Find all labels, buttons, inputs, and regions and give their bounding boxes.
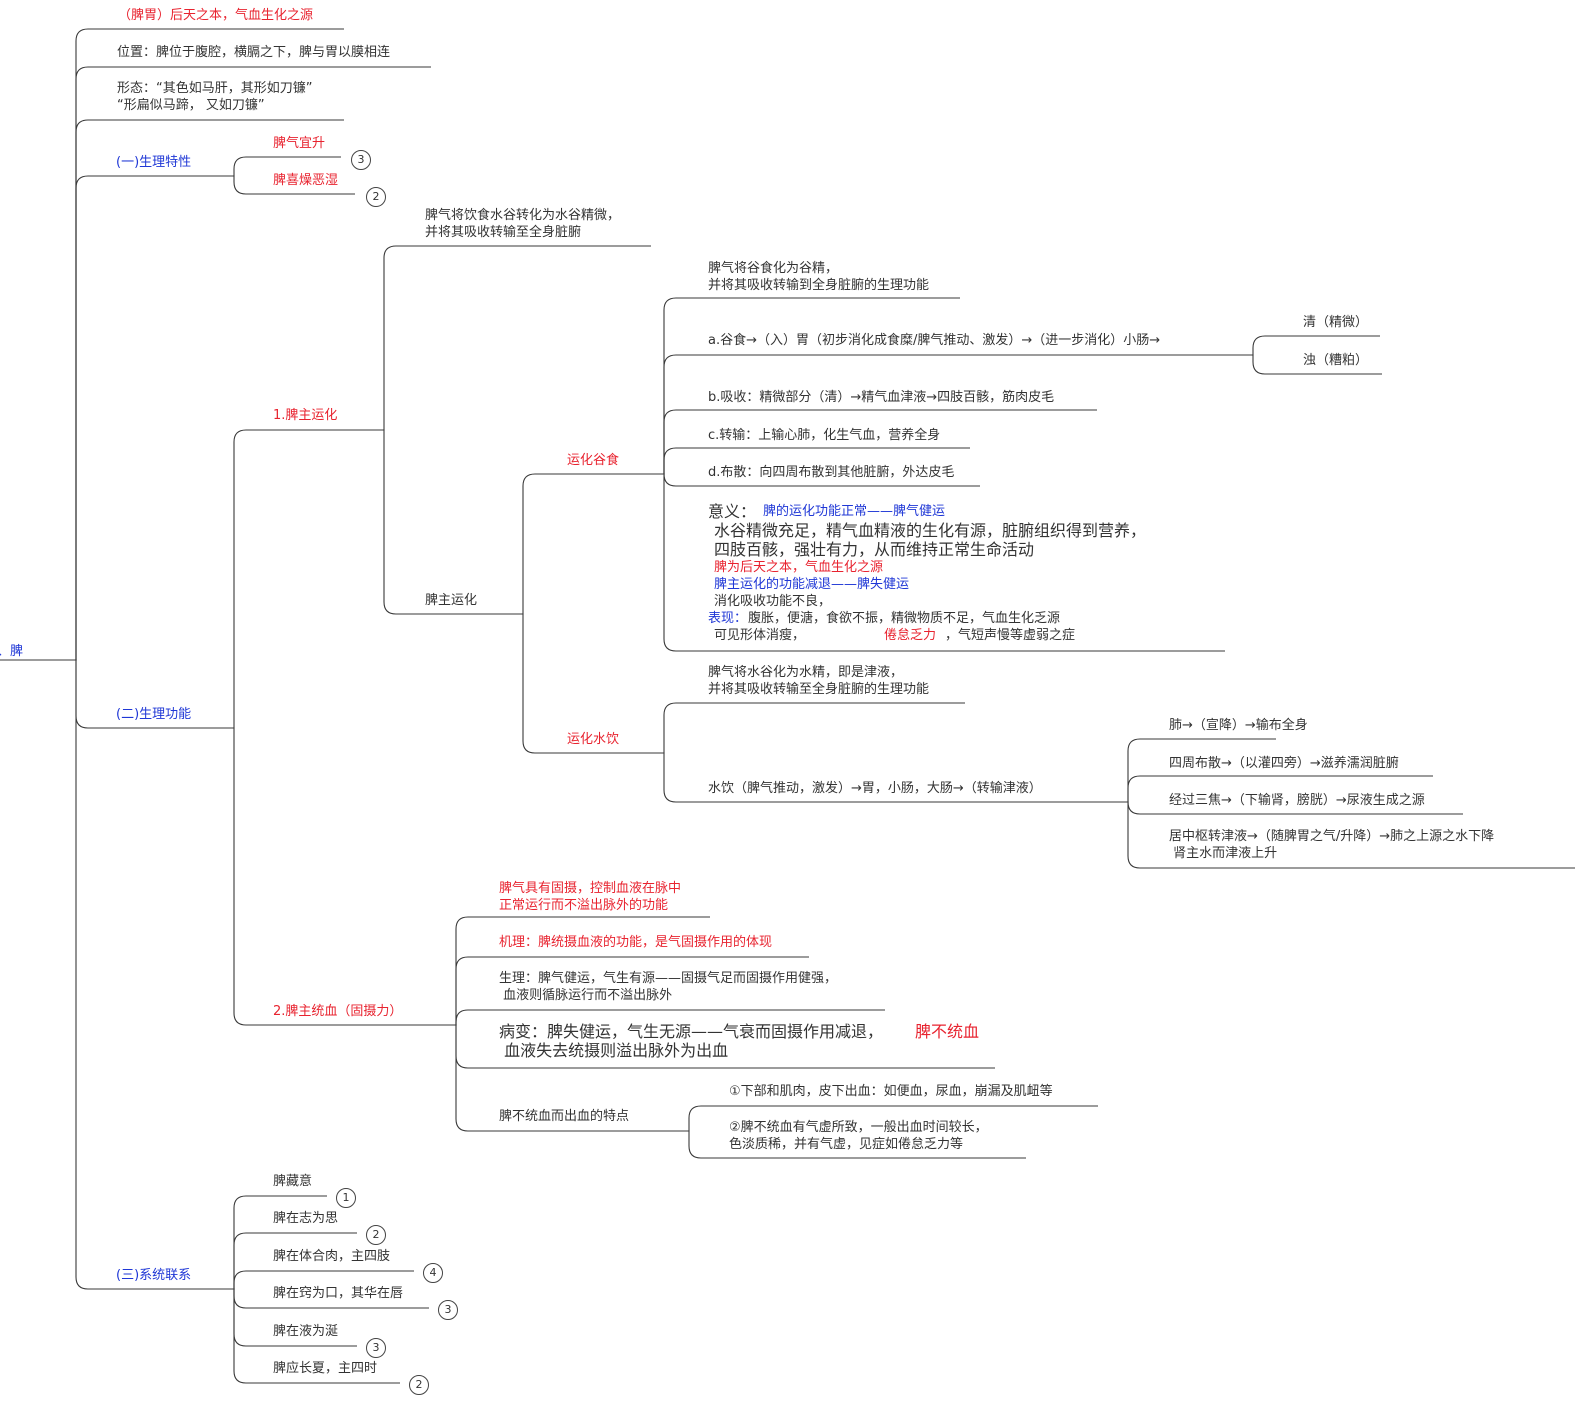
node-conn-4[interactable]: 脾在窍为口，其华在唇 xyxy=(273,1286,404,1301)
node-spleen-governs-transport[interactable]: 1.脾主运化 xyxy=(273,408,338,423)
node-food-definition[interactable]: 脾气将谷食化为谷精， 并将其吸收转输到全身脏腑的生理功能 xyxy=(708,261,930,293)
count-badge: 2 xyxy=(409,1375,429,1395)
node-water-definition[interactable]: 脾气将水谷化为水精，即是津液， 并将其吸收转输至全身脏腑的生理功能 xyxy=(708,665,930,697)
meaning-blue2: 脾主运化的功能减退——脾失健运 xyxy=(714,577,910,592)
node-conn-2[interactable]: 脾在志为思 xyxy=(273,1211,339,1226)
connector-line xyxy=(654,297,960,475)
node-conn-1[interactable]: 脾藏意 xyxy=(273,1174,313,1189)
meaning-blue: 脾的运化功能正常——脾气健运 xyxy=(763,504,946,519)
node-physiological-functions[interactable]: (二)生理功能 xyxy=(116,707,192,722)
node-system-connections[interactable]: (三)系统联系 xyxy=(116,1268,192,1283)
node-blood-mechanism[interactable]: 机理：脾统摄血液的功能，是气固摄作用的体现 xyxy=(499,935,773,950)
node-transport-sub[interactable]: 脾主运化 xyxy=(425,593,478,608)
connector-line xyxy=(66,28,344,661)
meaning-line4: ，气短声慢等虚弱之症 xyxy=(945,628,1076,643)
count-badge: 3 xyxy=(366,1338,386,1358)
node-conn-5[interactable]: 脾在液为涎 xyxy=(273,1324,339,1339)
connector-line xyxy=(374,245,651,431)
node-water-lung[interactable]: 肺→（宣降）→输布全身 xyxy=(1169,718,1308,733)
count-badge: 3 xyxy=(351,150,371,170)
count-badge: 3 xyxy=(438,1300,458,1320)
connector-line xyxy=(66,659,224,1290)
count-badge: 1 xyxy=(336,1188,356,1208)
node-physiological-traits[interactable]: (一)生理特性 xyxy=(116,155,192,170)
node-transport-water[interactable]: 运化水饮 xyxy=(567,732,620,747)
node-shape[interactable]: 形态：“其色如马肝，其形如刀镰” “形扁似马蹄， 又如刀镰” xyxy=(117,81,313,113)
node-spleen-likes-dry[interactable]: 脾喜燥恶湿 xyxy=(273,173,339,188)
root-node-spleen[interactable]: 三、脾 xyxy=(0,644,24,659)
node-water-center[interactable]: 居中枢转津液→（随脾胃之气/升降）→肺之上源之水下降 肾主水而津液上升 xyxy=(1169,829,1495,861)
meaning-line1: 消化吸收功能不良， xyxy=(714,594,832,609)
count-badge: 2 xyxy=(366,1225,386,1245)
node-position[interactable]: 位置：脾位于腹腔，横膈之下，脾与胃以膜相连 xyxy=(117,45,391,60)
node-water-disperse[interactable]: 四周布散→（以灌四旁）→滋养濡润脏腑 xyxy=(1169,756,1399,771)
node-water-flow[interactable]: 水饮（脾气推动，激发）→胃，小肠，大肠→（转输津液） xyxy=(708,781,1042,796)
node-blood-physiology[interactable]: 生理：脾气健运，气生有源——固摄气足而固摄作用健强， 血液则循脉运行而不溢出脉外 xyxy=(499,971,838,1003)
connector-line xyxy=(66,175,224,661)
connector-line xyxy=(224,727,446,1026)
meaning-red: 脾为后天之本，气血生化之源 xyxy=(714,560,884,575)
node-transport-definition[interactable]: 脾气将饮食水谷转化为水谷精微， 并将其吸收转输至全身脏腑 xyxy=(425,208,621,240)
node-food-turbid[interactable]: 浊（糟粕） xyxy=(1303,353,1369,368)
node-bleeding-feature-2[interactable]: ②脾不统血有气虚所致，一般出血时间较长， 色淡质稀，并有气虚，见症如倦怠乏力等 xyxy=(729,1120,988,1152)
connector-line xyxy=(654,354,1243,475)
connector-line xyxy=(513,473,654,615)
node-spleen-stomach[interactable]: （脾胃）后天之本，气血生化之源 xyxy=(118,8,314,23)
node-spleen-qi-rises[interactable]: 脾气宜升 xyxy=(273,136,326,151)
node-food-c[interactable]: c.转输：上输心肺，化生气血，营养全身 xyxy=(708,428,941,443)
connector-line xyxy=(654,702,965,754)
meaning-main: 水谷精微充足，精气血精液的生化有源，脏腑组织得到营养， 四肢百骸，强壮有力，从而… xyxy=(714,521,1147,559)
connector-line xyxy=(224,429,374,729)
node-bleeding-features[interactable]: 脾不统血而出血的特点 xyxy=(499,1109,630,1124)
node-transport-food[interactable]: 运化谷食 xyxy=(567,453,620,468)
connector-line xyxy=(374,429,513,615)
pathology-red: 脾不统血 xyxy=(915,1022,980,1041)
node-water-sanjiao[interactable]: 经过三焦→（下输肾，膀胱）→尿液生成之源 xyxy=(1169,793,1425,808)
node-blood-definition[interactable]: 脾气具有固摄，控制血液在脉中 正常运行而不溢出脉外的功能 xyxy=(499,881,682,913)
node-food-a[interactable]: a.谷食→（入）胃（初步消化成食糜/脾气推动、激发）→（进一步消化）小肠→ xyxy=(708,333,1161,348)
meaning-line3: 可见形体消瘦， xyxy=(714,628,806,643)
node-food-b[interactable]: b.吸收：精微部分（清）→精气血津液→四肢百骸，筋肉皮毛 xyxy=(708,390,1055,405)
meaning-line2: 腹胀，便溏，食欲不振，精微物质不足，气血生化乏源 xyxy=(748,611,1061,626)
node-bleeding-feature-1[interactable]: ①下部和肌肉，皮下出血：如便血，尿血，崩漏及肌衄等 xyxy=(729,1084,1053,1099)
count-badge: 4 xyxy=(423,1263,443,1283)
meaning-show: 表现： xyxy=(708,611,748,626)
pathology-line2: 血液失去统摄则溢出脉外为出血 xyxy=(499,1041,729,1060)
count-badge: 2 xyxy=(366,187,386,207)
node-spleen-controls-blood[interactable]: 2.脾主统血（固摄力） xyxy=(273,1004,403,1019)
node-conn-3[interactable]: 脾在体合肉，主四肢 xyxy=(273,1249,391,1264)
node-food-clear[interactable]: 清（精微） xyxy=(1303,315,1369,330)
connector-line xyxy=(66,119,344,661)
meaning-fatigue: 倦怠乏力 xyxy=(884,628,937,643)
node-conn-6[interactable]: 脾应长夏，主四时 xyxy=(273,1361,378,1376)
pathology-line1: 病变：脾失健运，气生无源——气衰而固摄作用减退， xyxy=(499,1022,884,1041)
node-food-d[interactable]: d.布散：向四周布散到其他脏腑，外达皮毛 xyxy=(708,465,955,480)
meaning-label: 意义： xyxy=(708,502,757,521)
